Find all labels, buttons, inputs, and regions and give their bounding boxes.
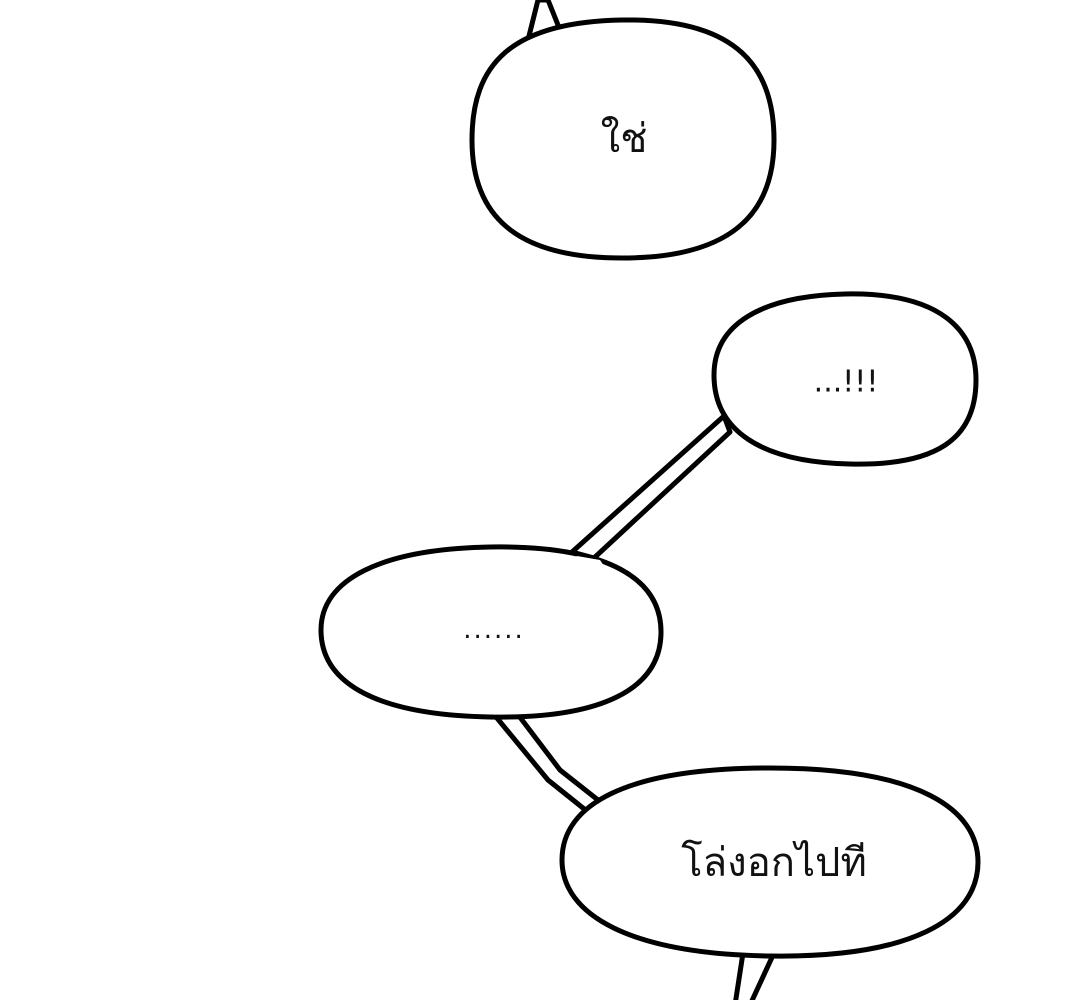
speech-bubble-2 (711, 291, 979, 467)
bubble-connector (569, 413, 733, 561)
bubble-2-text: ...!!! (813, 364, 879, 400)
bubble-connector (489, 709, 601, 815)
bubble-1-text: ใช่ (600, 116, 648, 162)
bubble-3-text: ...... (463, 615, 525, 645)
speech-bubble-1 (469, 17, 777, 261)
speech-bubble-4 (559, 765, 981, 959)
bubble-4-text: โล่งอกไปที (681, 840, 867, 886)
speech-bubble-3 (318, 544, 664, 720)
